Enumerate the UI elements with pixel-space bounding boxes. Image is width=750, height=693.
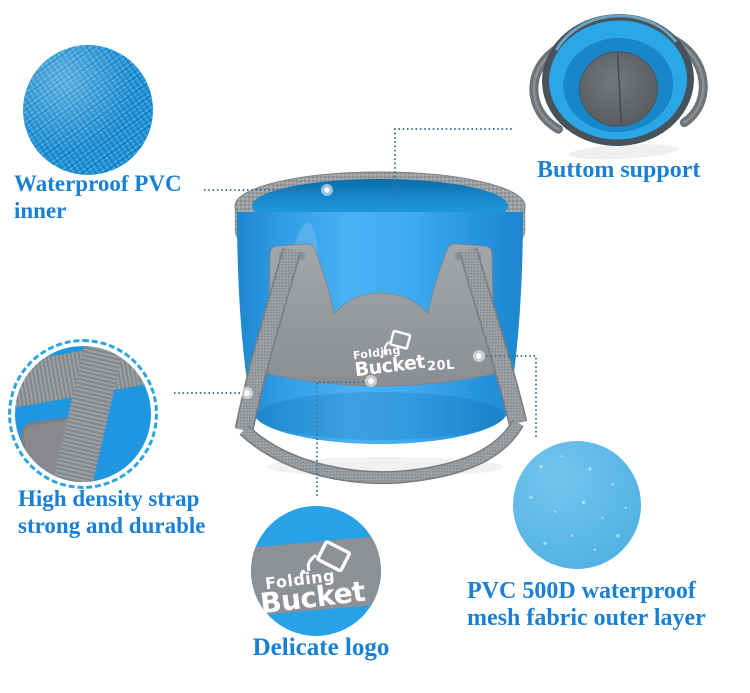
sparkle-icon bbox=[241, 387, 253, 399]
logo-detail-photo: Folding Bucket bbox=[251, 506, 381, 636]
sparkle-markers bbox=[241, 184, 485, 399]
pour-cup-icon bbox=[300, 539, 352, 574]
logo-folding-text: Folding bbox=[352, 344, 401, 363]
photo-shadow bbox=[568, 144, 679, 160]
main-bucket: Folding Bucket 20L bbox=[234, 171, 528, 485]
strap-detail-circle bbox=[8, 339, 158, 489]
delicate-logo-label: Delicate logo bbox=[252, 634, 390, 661]
callout-connectors bbox=[174, 128, 537, 497]
outer-fabric-line2: mesh fabric outer layer bbox=[467, 605, 706, 631]
strap-label-line1: High density strap bbox=[18, 486, 200, 511]
strap-detail-photo bbox=[15, 346, 151, 482]
right-strap bbox=[460, 247, 526, 425]
outer-fabric-photo bbox=[513, 441, 641, 569]
sparkle-icon bbox=[321, 184, 333, 196]
capacity-text: 20L bbox=[427, 358, 456, 375]
waterproof-pvc-line1: Waterproof PVC bbox=[14, 171, 182, 196]
pvc-inner-texture-photo bbox=[23, 45, 153, 175]
bottom-support-label: Buttom support bbox=[537, 157, 701, 183]
bottom-seam bbox=[616, 52, 623, 125]
strap-label: High density strap strong and durable bbox=[18, 485, 205, 539]
outer-fabric-label: PVC 500D waterproof mesh fabric outer la… bbox=[467, 578, 706, 632]
bottom-support-photo bbox=[529, 13, 708, 160]
connector-bottom-support bbox=[394, 128, 514, 203]
waterproof-pvc-label: Waterproof PVC inner bbox=[14, 170, 182, 224]
pour-cup-icon bbox=[380, 329, 412, 359]
bottom-support-disc bbox=[578, 51, 658, 127]
waterproof-pvc-line2: inner bbox=[14, 198, 67, 223]
outer-fabric-line1: PVC 500D waterproof bbox=[467, 578, 696, 604]
left-strap bbox=[236, 247, 300, 432]
connector-fabric bbox=[482, 355, 537, 439]
sparkle-icon bbox=[473, 350, 485, 362]
handle-mount-plate bbox=[267, 243, 495, 387]
sparkle-icon bbox=[365, 375, 377, 387]
strap-label-line2: strong and durable bbox=[18, 513, 206, 538]
strap-under-loop bbox=[240, 420, 523, 483]
